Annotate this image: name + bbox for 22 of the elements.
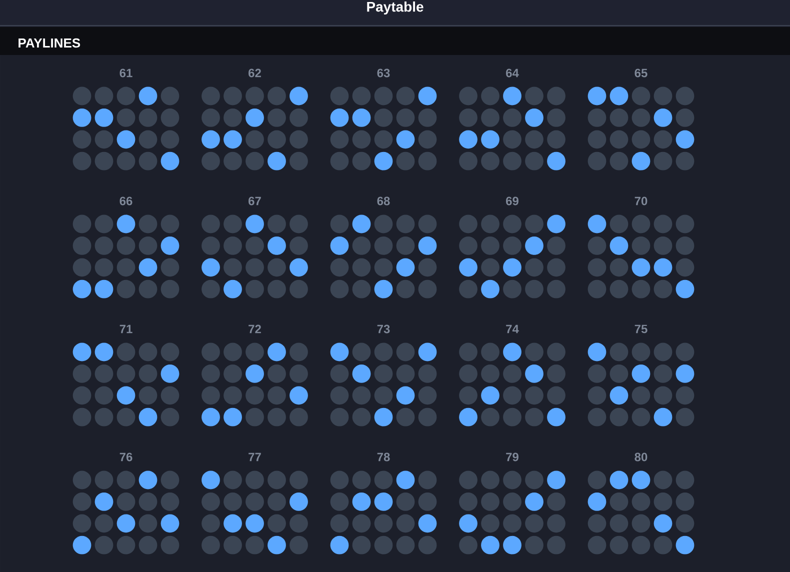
payline-number: 73: [377, 324, 390, 334]
payline-number: 68: [377, 196, 390, 206]
payline-number: 69: [506, 196, 518, 206]
payline-number: 75: [634, 324, 648, 334]
payline-number: 74: [506, 324, 519, 334]
payline-number: 67: [248, 196, 261, 206]
payline-number: 66: [120, 196, 132, 206]
payline-number: 71: [120, 324, 132, 334]
section-header: PAYLINES: [0, 27, 790, 55]
payline-number: 70: [634, 196, 648, 206]
payline-number: 62: [248, 68, 261, 78]
payline-number: 78: [377, 452, 390, 462]
payline-number: 77: [248, 452, 261, 462]
payline-number: 76: [120, 452, 132, 462]
payline-number: 79: [506, 452, 518, 462]
payline-number: 80: [634, 452, 648, 462]
payline-number: 72: [248, 324, 261, 334]
title: Paytable: [367, 1, 424, 15]
payline-number: 61: [120, 68, 132, 78]
payline-number: 63: [377, 68, 390, 78]
payline-number: 64: [506, 68, 519, 78]
payline-number: 65: [634, 68, 648, 78]
